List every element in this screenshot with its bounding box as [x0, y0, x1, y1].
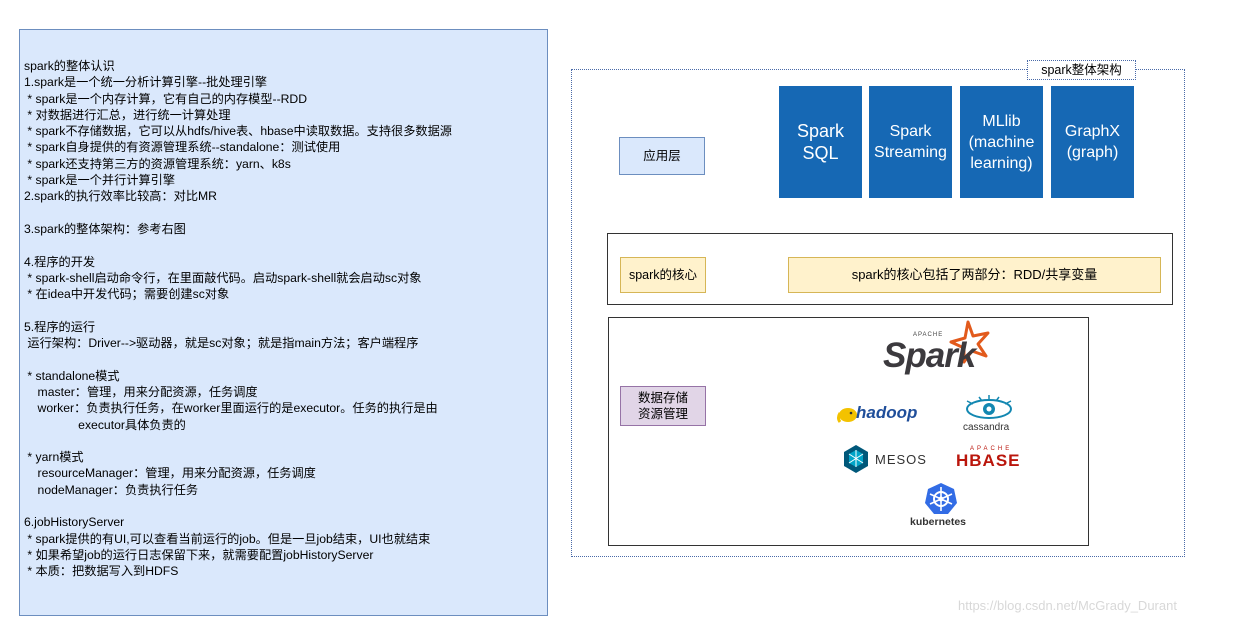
note-line: * 本质：把数据写入到HDFS — [24, 564, 179, 579]
spark-logo: APACHE Spark — [880, 320, 1000, 378]
note-line: * spark是一个内存计算，它有自己的内存模型--RDD — [24, 91, 308, 106]
cassandra-logo-text: cassandra — [963, 422, 1010, 433]
core-label: spark的核心 — [620, 257, 706, 293]
note-line: * spark自身提供的有资源管理系统--standalone：测试使用 — [24, 140, 341, 155]
hadoop-logo-text: hadoop — [856, 403, 918, 422]
cassandra-eye-icon — [966, 395, 1012, 419]
note-line: * standalone模式 — [24, 368, 120, 383]
note-line — [24, 433, 547, 449]
hadoop-logo: hadoop — [836, 402, 926, 428]
note-line: * 如果希望job的运行日志保留下来，就需要配置jobHistoryServer — [24, 547, 374, 562]
hbase-logo-apache-text: APACHE — [970, 446, 1013, 452]
module-spark-sql: Spark SQL — [779, 86, 862, 198]
note-line: * spark是一个并行计算引擎 — [24, 173, 176, 188]
note-line: 3.spark的整体架构：参考右图 — [24, 221, 186, 236]
note-line — [24, 302, 547, 318]
storage-container — [608, 317, 1089, 546]
note-line: resourceManager：管理，用来分配资源，任务调度 — [24, 466, 316, 481]
note-line — [24, 205, 547, 221]
kubernetes-logo-text: kubernetes — [910, 516, 967, 528]
note-line: 1.spark是一个统一分析计算引擎--批处理引擎 — [24, 75, 268, 90]
kubernetes-wheel-icon — [925, 483, 957, 514]
hadoop-elephant-icon — [837, 408, 857, 423]
spark-star-icon — [949, 320, 990, 364]
note-line — [24, 351, 547, 367]
note-line: 运行架构：Driver-->驱动器，就是sc对象；就是指main方法；客户端程序 — [24, 336, 419, 351]
note-line: 5.程序的运行 — [24, 319, 96, 334]
spark-logo-apache-text: APACHE — [913, 332, 944, 338]
watermark: https://blog.csdn.net/McGrady_Durant — [958, 598, 1177, 613]
storage-label-line1: 数据存储 — [637, 391, 688, 405]
note-line: * spark不存储数据，它可以从hdfs/hive表、hbase中读取数据。支… — [24, 124, 452, 139]
kubernetes-logo: kubernetes — [906, 482, 976, 530]
cassandra-logo: cassandra — [958, 395, 1020, 435]
app-layer-label: 应用层 — [619, 137, 705, 175]
mesos-hex-icon — [844, 445, 868, 473]
note-line: spark的整体认识 — [24, 59, 115, 73]
module-mllib: MLlib (machine learning) — [960, 86, 1043, 198]
module-spark-streaming: Spark Streaming — [869, 86, 952, 198]
note-line: worker：负责执行任务，在worker里面运行的是executor。任务的执… — [24, 401, 438, 416]
spark-logo-text: Spark — [883, 336, 976, 375]
storage-label-line2: 资源管理 — [637, 407, 688, 421]
note-line — [24, 498, 547, 514]
hbase-logo: APACHE HBASE — [956, 446, 1024, 474]
notes-panel: spark的整体认识 1.spark是一个统一分析计算引擎--批处理引擎 * sp… — [19, 29, 548, 616]
mesos-logo: MESOS — [842, 444, 932, 474]
note-line: master：管理，用来分配资源，任务调度 — [24, 384, 258, 399]
note-line: * spark提供的有UI,可以查看当前运行的job。但是一旦job结束，UI也… — [24, 531, 431, 546]
architecture-title: spark整体架构 — [1027, 60, 1136, 80]
note-line: * spark-shell启动命令行，在里面敲代码。启动spark-shell就… — [24, 270, 422, 285]
hbase-logo-text: HBASE — [956, 451, 1021, 470]
architecture-group — [571, 69, 1185, 557]
note-line: executor具体负责的 — [24, 417, 186, 432]
storage-label: 数据存储 资源管理 — [620, 386, 706, 426]
note-line: * spark还支持第三方的资源管理系统：yarn、k8s — [24, 156, 291, 171]
note-line: * 对数据进行汇总，进行统一计算处理 — [24, 107, 231, 122]
note-line — [24, 237, 547, 253]
note-line: 4.程序的开发 — [24, 254, 96, 269]
module-graphx: GraphX (graph) — [1051, 86, 1134, 198]
note-line: 6.jobHistoryServer — [24, 515, 125, 530]
note-line: nodeManager：负责执行任务 — [24, 482, 199, 497]
note-line: * yarn模式 — [24, 450, 84, 465]
mesos-logo-text: MESOS — [875, 452, 927, 467]
core-description: spark的核心包括了两部分：RDD/共享变量 — [788, 257, 1161, 293]
note-line: * 在idea中开发代码；需要创建sc对象 — [24, 287, 230, 302]
note-line: 2.spark的执行效率比较高：对比MR — [24, 189, 217, 204]
